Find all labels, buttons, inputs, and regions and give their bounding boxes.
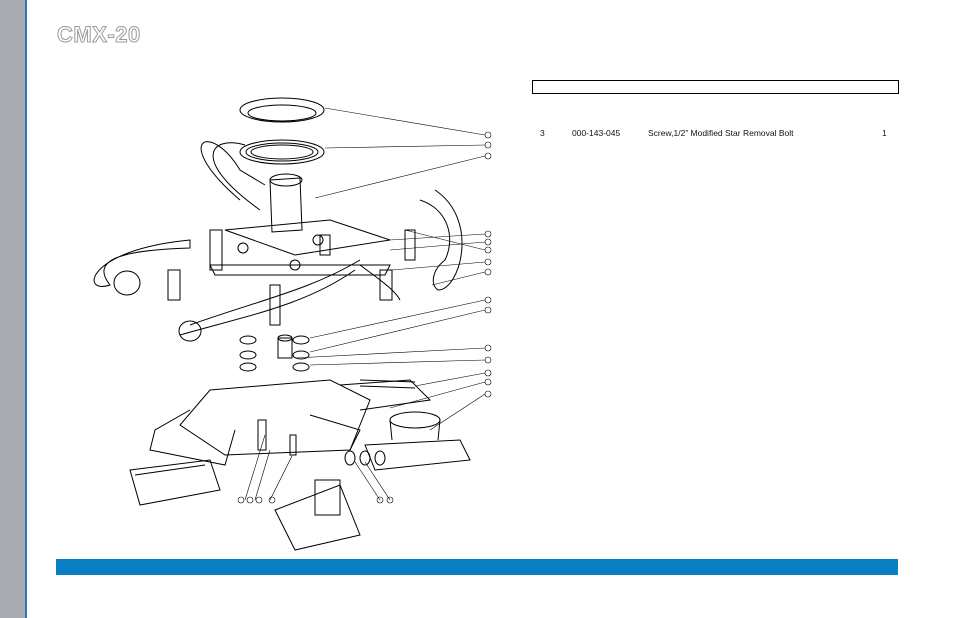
- footer-bar: [56, 559, 898, 575]
- hose-left: [93, 239, 191, 287]
- part-number: 000-143-045: [572, 128, 621, 138]
- star-base-center: [179, 379, 371, 456]
- part-quantity: 1: [882, 128, 887, 138]
- hose-lower-left: [189, 259, 361, 326]
- star-arm-right: [364, 439, 471, 471]
- fitting-left: [167, 269, 181, 301]
- star-arm-left: [129, 459, 221, 506]
- star-arm-bottom: [274, 484, 361, 551]
- parts-table-row: 3 000-143-045 Screw,1/2” Modified Star R…: [532, 128, 899, 140]
- hose-right: [419, 189, 463, 291]
- manifold-hub: [269, 177, 303, 233]
- hose-upper: [200, 141, 266, 201]
- part-description: Screw,1/2” Modified Star Removal Bolt: [648, 128, 794, 138]
- seal-ring-lower: [239, 139, 325, 165]
- page-title: CMX-20: [57, 22, 141, 48]
- item-number: 3: [540, 128, 545, 138]
- left-side-bar: [0, 0, 27, 618]
- parts-table-header: [532, 80, 899, 94]
- exploded-assembly-drawing: [93, 97, 492, 551]
- seal-ring-top: [239, 97, 325, 123]
